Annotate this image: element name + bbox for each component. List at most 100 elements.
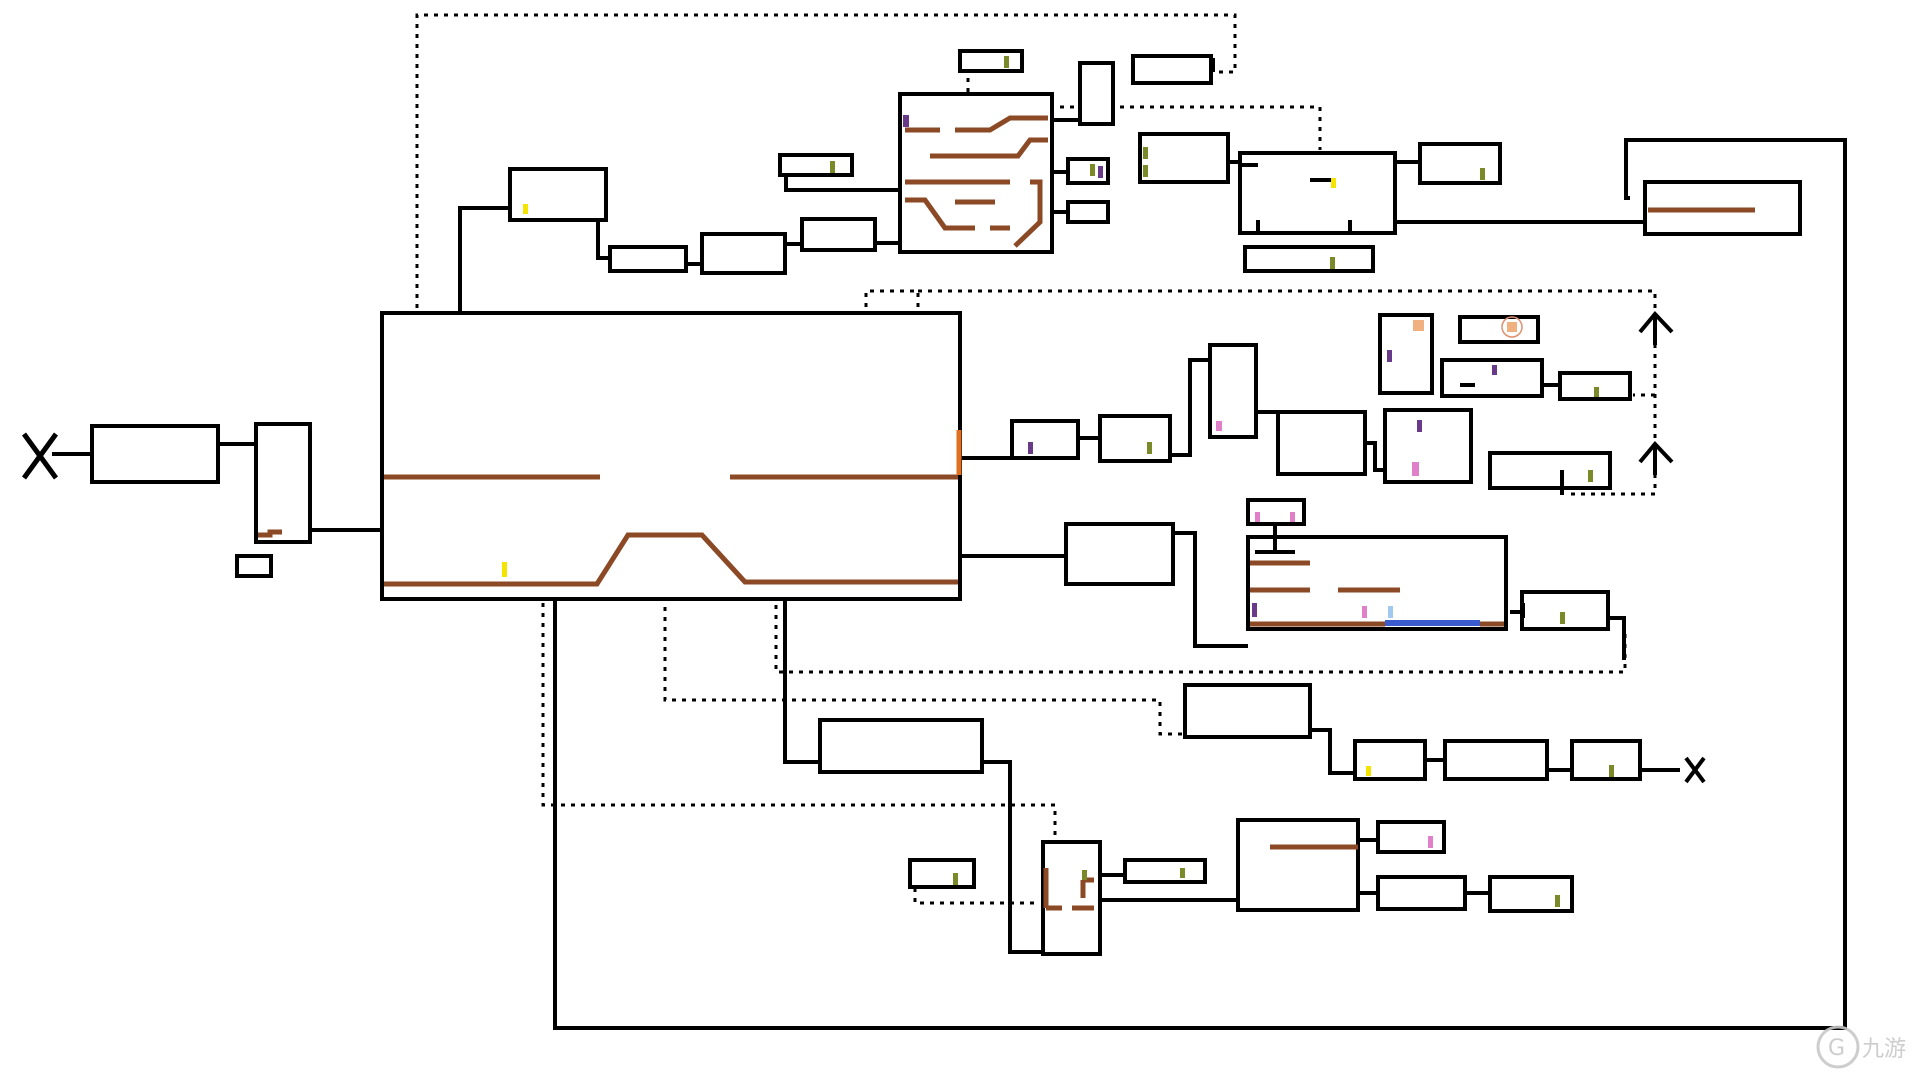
room-s3 (1236, 818, 1360, 912)
marker-pink-2 (1412, 462, 1419, 476)
circle-marker-icon (1501, 316, 1523, 338)
corridor-g (784, 172, 900, 192)
nine-game-logo-icon (1816, 1025, 1860, 1069)
marker-olive-11 (1609, 765, 1614, 777)
corridor-ad (1310, 728, 1355, 775)
watermark-brand-text: 九游 (1862, 1037, 1906, 1062)
corridor-u (1365, 441, 1385, 472)
room-e8 (1458, 315, 1540, 344)
marker-yellow-nw (523, 204, 528, 214)
marker-olive-2 (1004, 56, 1009, 68)
cross-mark-icon (1684, 756, 1706, 784)
marker-olive-9 (1588, 470, 1593, 482)
marker-olive-16 (1090, 164, 1095, 176)
corridor-y (1173, 531, 1248, 648)
room-top-long (1131, 54, 1213, 85)
marker-pink-5 (1362, 606, 1367, 618)
corridor-d (596, 220, 610, 260)
room-e4 (1276, 410, 1367, 476)
watermark: G 九游 (1816, 1025, 1906, 1069)
secret-path-lower-1 (774, 585, 1627, 674)
marker-pink-1 (1216, 421, 1222, 431)
marker-pink-6 (1428, 836, 1433, 848)
marker-olive-15 (1082, 870, 1087, 880)
room-ne2 (1418, 142, 1502, 185)
room-ne1 (1138, 132, 1230, 184)
up-arrow-icon (1638, 440, 1674, 475)
marker-purple-4 (1417, 420, 1422, 432)
room-start-tiny (235, 554, 273, 578)
secret-path-top-center (1040, 105, 1322, 150)
room-e1 (1010, 419, 1080, 460)
room-top-tall (1078, 61, 1115, 126)
room-n2 (700, 232, 787, 275)
corridor-ab (783, 585, 820, 764)
ledge-start-side (258, 529, 282, 538)
marker-pink-4 (1290, 512, 1295, 522)
room-e6 (1383, 408, 1473, 484)
marker-olive-12 (1555, 895, 1560, 907)
room-se1 (1183, 683, 1312, 739)
maze-ledge-8 (1013, 179, 1043, 248)
ledge-main-lower (384, 532, 958, 587)
marker-purple-1 (903, 115, 909, 127)
room-ne-under (1243, 245, 1375, 273)
room-s5 (1376, 875, 1467, 911)
marker-purple-5 (1252, 603, 1257, 617)
marker-purple-3 (1387, 350, 1392, 362)
room-s-maze (1041, 840, 1102, 956)
cross-mark-icon (21, 432, 59, 480)
room-e2 (1098, 414, 1172, 463)
maze-ledge-3 (930, 137, 1048, 159)
room-mid-e (1064, 522, 1175, 586)
marker-purple-2 (1028, 442, 1033, 454)
room-main-hall (380, 311, 962, 601)
marker-peach-1 (1413, 320, 1424, 331)
marker-olive-10 (1560, 612, 1565, 624)
corridor-i (1052, 108, 1082, 122)
interior-walls (1240, 163, 1564, 618)
room-start-hall (90, 424, 220, 484)
corridor-p (553, 138, 1847, 1030)
room-n-small (778, 153, 854, 177)
room-s4 (1376, 820, 1446, 854)
room-s1 (818, 718, 984, 774)
marker-olive-1 (830, 161, 835, 173)
marker-olive-4 (1143, 165, 1148, 177)
secret-path-top-loop (415, 13, 1237, 558)
marker-olive-14 (1180, 868, 1185, 878)
secret-path-bottom (913, 888, 1040, 905)
maze-ledge-6 (905, 197, 975, 231)
room-ne-hub (1238, 151, 1397, 235)
marker-olive-6 (1330, 257, 1335, 269)
room-start-side (254, 422, 312, 544)
room-maze (898, 92, 1054, 254)
corridor-ac (982, 760, 1043, 954)
marker-yellow-se (1366, 766, 1371, 776)
room-s2 (1123, 858, 1207, 884)
maze-ledge-2 (955, 115, 1048, 133)
marker-yellow-main (502, 562, 507, 577)
secret-path-lower-3 (541, 443, 1057, 850)
marker-olive-5 (1480, 168, 1485, 180)
platforms (258, 115, 1755, 911)
up-arrow-icon (1638, 310, 1674, 345)
marker-purple-7 (1098, 166, 1103, 178)
secret-path-lower-2 (663, 527, 1185, 736)
room-e9 (1558, 371, 1632, 401)
corridor-s (1170, 358, 1210, 457)
item-markers (502, 56, 1614, 907)
room-se4 (1570, 739, 1642, 781)
room-se2 (1353, 739, 1427, 781)
room-s-small (908, 858, 976, 889)
watermark-ghost-text: G (1828, 1036, 1845, 1061)
marker-olive-7 (1147, 442, 1152, 454)
marker-pink-3 (1255, 512, 1260, 522)
marker-purple-6 (1492, 365, 1497, 375)
room-se3 (1443, 739, 1549, 781)
marker-yellow-ne (1331, 178, 1336, 188)
marker-olive-8 (1594, 387, 1599, 397)
room-n3 (800, 217, 877, 252)
marker-olive-3 (1143, 147, 1148, 159)
